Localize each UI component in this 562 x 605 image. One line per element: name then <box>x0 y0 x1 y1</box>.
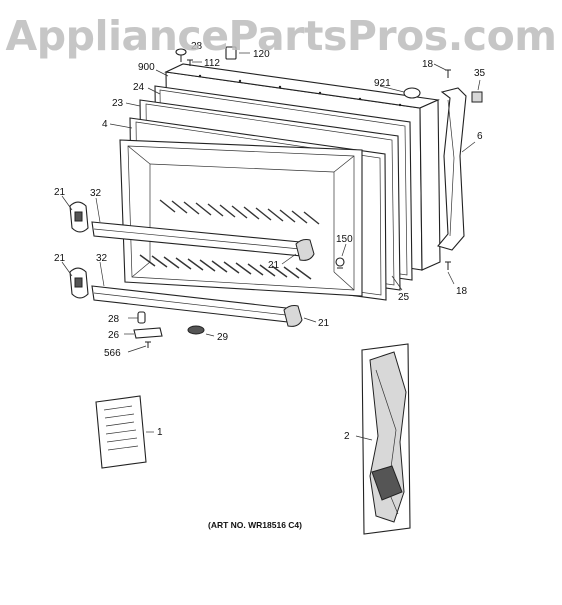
door-handle <box>437 87 467 251</box>
bracket-120 <box>225 46 237 60</box>
callout-32-lower: 32 <box>96 253 108 264</box>
door-stop <box>335 257 345 269</box>
hinge-plate-26 <box>133 327 163 339</box>
callout-21-right-upper: 21 <box>268 260 280 271</box>
callout-labels: 28 120 112 900 24 921 18 35 23 4 6 21 32… <box>54 41 486 530</box>
screw-112 <box>187 59 193 66</box>
screw-18-bottom <box>445 261 451 270</box>
screw-566 <box>145 341 151 348</box>
callout-28-top: 28 <box>191 41 203 52</box>
callout-24: 24 <box>133 82 145 93</box>
callout-25: 25 <box>398 292 410 303</box>
callout-21-left-upper: 21 <box>54 187 66 198</box>
bar-end-cap-right-upper <box>295 239 315 261</box>
callout-1: 1 <box>157 427 163 438</box>
bar-end-cap-right-lower <box>283 305 303 327</box>
callout-32-upper: 32 <box>90 188 102 199</box>
callout-2: 2 <box>344 431 350 442</box>
callout-566: 566 <box>104 348 121 359</box>
screw-28-top <box>175 48 187 62</box>
button-29 <box>187 325 205 335</box>
callout-18-top: 18 <box>422 59 434 70</box>
callout-18-bottom: 18 <box>456 286 468 297</box>
door-assembly-kit <box>361 343 411 535</box>
callout-900: 900 <box>138 62 155 73</box>
callout-29: 29 <box>217 332 229 343</box>
owners-manual <box>95 395 147 469</box>
callout-4: 4 <box>102 119 108 130</box>
callout-120: 120 <box>253 49 270 60</box>
art-number-note: (ART NO. WR18516 C4) <box>208 520 302 530</box>
callout-6: 6 <box>477 131 483 142</box>
callout-150: 150 <box>336 234 353 245</box>
door-liner <box>119 139 363 297</box>
callout-23: 23 <box>112 98 124 109</box>
callout-21-left-lower: 21 <box>54 253 66 264</box>
callout-35: 35 <box>474 68 486 79</box>
callout-112: 112 <box>204 58 220 69</box>
callout-26: 26 <box>108 330 120 341</box>
spacer-28-bottom <box>137 311 146 324</box>
cap-35 <box>471 91 483 103</box>
screw-18-top <box>445 69 451 78</box>
callout-28-bottom: 28 <box>108 314 120 325</box>
callout-921: 921 <box>374 78 391 89</box>
leader-lines <box>61 52 481 441</box>
callout-21-right-lower: 21 <box>318 318 330 329</box>
plug-921 <box>403 87 421 99</box>
